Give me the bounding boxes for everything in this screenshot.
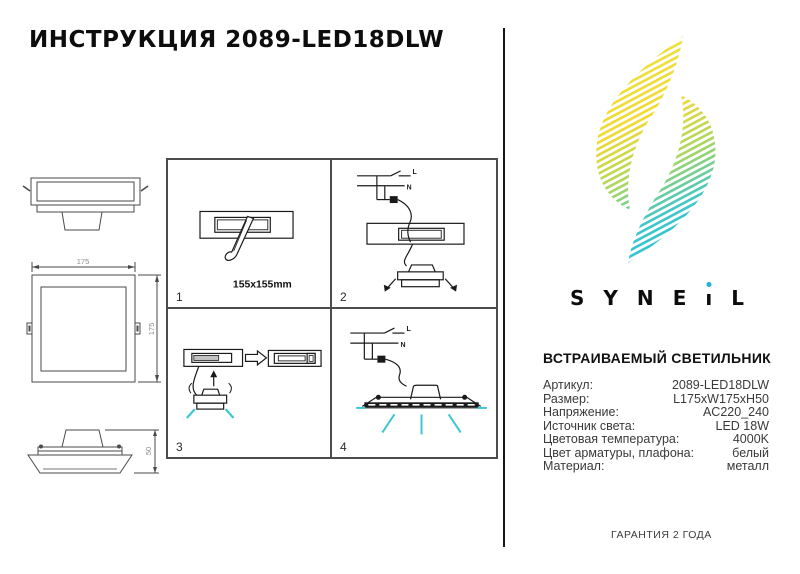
spec-row: Источник света: LED 18W xyxy=(543,418,770,434)
spec-value: 4000K xyxy=(732,432,769,446)
step-number: 3 xyxy=(176,440,183,454)
step-panel-2: L N xyxy=(332,160,496,309)
step-panel-3: 3 xyxy=(168,308,332,457)
spec-value: металл xyxy=(726,459,769,473)
spec-value: LED 18W xyxy=(715,418,770,433)
product-heading: ВСТРАИВАЕМЫЙ СВЕТИЛЬНИК xyxy=(543,350,772,366)
brand-i-dot-icon xyxy=(706,282,712,287)
spec-value: AC220_240 xyxy=(702,405,769,419)
cutout-size-label: 155x155mm xyxy=(233,280,292,291)
spec-row: Размер: L175xW175xH50 xyxy=(543,391,769,407)
step-panel-1: 155x155mm 1 xyxy=(168,160,332,309)
spec-label: Напряжение: xyxy=(543,405,619,419)
arrow-right-icon xyxy=(244,349,268,366)
brand-logo-swirl-icon xyxy=(596,36,716,263)
spec-row: Материал: металл xyxy=(543,459,769,474)
spec-label: Цвет арматуры, плафона: xyxy=(543,445,695,460)
step-panel-4: L N xyxy=(332,309,496,458)
neutral-wire-label: N xyxy=(407,185,412,192)
spec-row: Цвет арматуры, плафона: белый xyxy=(543,445,769,461)
warranty-note: ГАРАНТИЯ 2 ГОДА xyxy=(611,529,712,541)
page-title: ИНСТРУКЦИЯ 2089-LED18DLW xyxy=(29,27,445,53)
installed-result-diagram xyxy=(267,349,322,367)
spec-row: Цветовая температура: 4000K xyxy=(543,432,769,447)
brand-letter: E xyxy=(672,286,687,310)
spec-value: L175xW175xH50 xyxy=(673,391,769,406)
brand-wordmark: S Y N E ı L xyxy=(570,282,744,310)
front-view-drawing: 175 175 xyxy=(26,257,161,383)
ceiling-cross-section xyxy=(366,222,465,245)
downlight-fixture xyxy=(383,243,458,292)
step-number: 1 xyxy=(176,289,183,304)
step-number: 4 xyxy=(340,440,347,454)
brand-letter-i: ı xyxy=(705,282,712,310)
spec-label: Цветовая температура: xyxy=(543,432,680,446)
insert-fixture-diagram xyxy=(183,348,244,419)
neutral-wire-label: N xyxy=(400,342,405,349)
step-number: 2 xyxy=(340,289,347,304)
profile-view-drawing: 50 xyxy=(27,429,159,474)
product-spec-block: ВСТРАИВАЕМЫЙ СВЕТИЛЬНИК Артикул: 2089-LE… xyxy=(543,350,772,474)
brand-letter: L xyxy=(731,286,744,310)
cutout-diagram xyxy=(199,210,294,261)
spec-value: 2089-LED18DLW xyxy=(671,378,769,392)
live-wire-label: L xyxy=(406,326,411,333)
dim-depth-label: 50 xyxy=(144,447,153,455)
live-wire-label: L xyxy=(413,169,417,176)
technical-drawings: 175 175 50 xyxy=(22,177,161,474)
spec-label: Материал: xyxy=(543,459,605,473)
spec-label: Размер: xyxy=(543,391,590,406)
vertical-divider xyxy=(503,28,505,547)
brand-letter: Y xyxy=(603,286,618,310)
spec-value: белый xyxy=(732,445,769,460)
brand-letter: S xyxy=(570,286,585,310)
dim-height-label: 175 xyxy=(147,323,156,336)
light-rays xyxy=(381,413,462,434)
brand-letter: N xyxy=(636,286,654,310)
spec-label: Артикул: xyxy=(543,378,594,392)
spec-row: Напряжение: AC220_240 xyxy=(543,405,769,420)
wiring-diagram: L N xyxy=(357,169,417,243)
spec-label: Источник света: xyxy=(543,418,636,433)
spec-row: Артикул: 2089-LED18DLW xyxy=(543,378,769,393)
dim-width-label: 175 xyxy=(77,257,90,266)
recessed-side-view-drawing xyxy=(22,177,149,231)
wiring-diagram: L N xyxy=(350,326,411,387)
lit-fixture-diagram xyxy=(356,384,487,434)
installation-steps-grid: 155x155mm 1 L N xyxy=(166,158,498,459)
